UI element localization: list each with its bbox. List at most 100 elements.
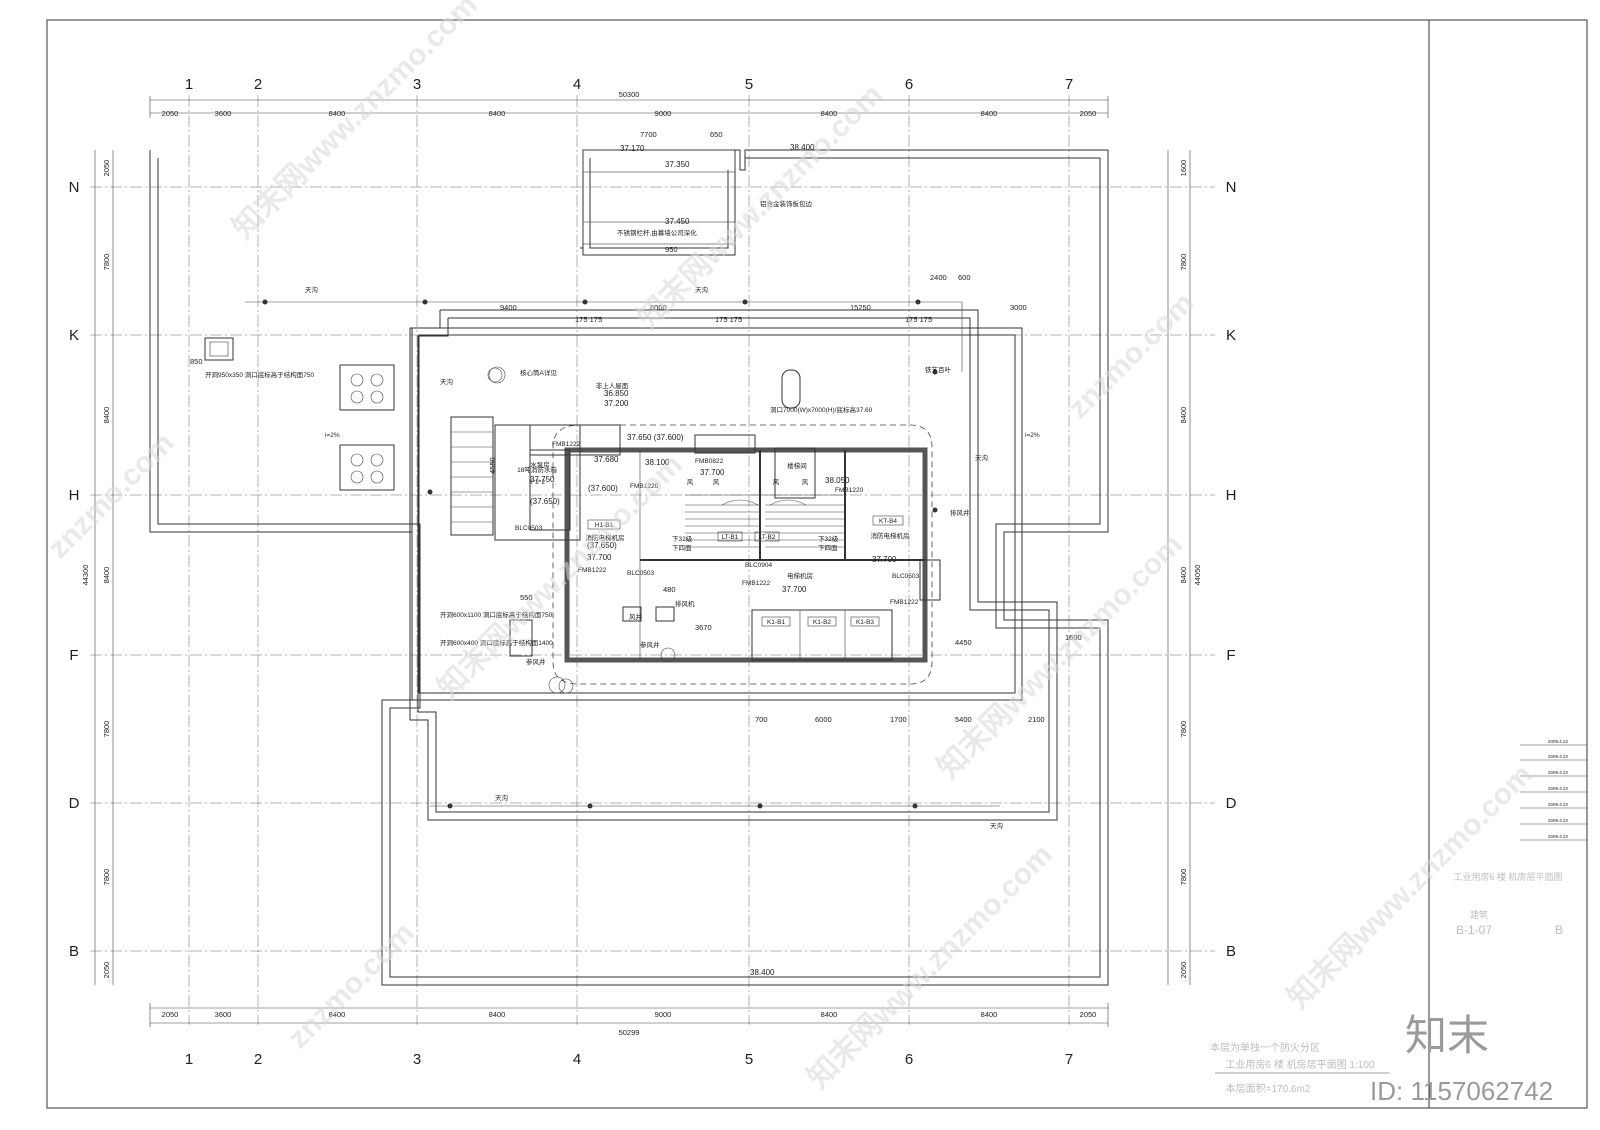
note-louver: 铁艺百叶 [925, 365, 952, 374]
brand-logo-text: 知末 [1405, 1012, 1489, 1059]
dim-bay-1: 2050 [162, 109, 179, 118]
section-mark-1 [558, 678, 574, 694]
watermark-7: znzmo.com [282, 916, 421, 1055]
dim-row-2: 7800 [102, 254, 111, 271]
label-roof-access: 非上人屋面 [596, 381, 629, 390]
label-drain-shaft-2: 参风井 [640, 640, 660, 649]
dim-misc-650: 650 [710, 130, 723, 139]
tag-lt-b2: LT-B2 [759, 534, 776, 541]
section-mark-2 [487, 367, 503, 383]
stair-treads [685, 499, 845, 548]
label-slope-1: i=2% [325, 432, 340, 439]
dimension-chain-left [94, 150, 1191, 985]
door-fmb1222-4: FMB1222 [890, 599, 919, 606]
dim-bay-8-bottom: 2050 [1080, 1010, 1097, 1019]
dim-misc-2400: 2400 [930, 273, 947, 282]
axis-label-D-right: D [1226, 795, 1237, 812]
dim-row-1-right: 1600 [1179, 160, 1188, 177]
dim-bay-6-bottom: 8400 [821, 1010, 838, 1019]
level-15: 38.050 [825, 476, 850, 485]
axis-label-3-bottom: 3 [413, 1051, 421, 1068]
dim-bay-2: 3600 [215, 109, 232, 118]
dim-misc-175-3: 175 175 [905, 315, 932, 324]
dim-misc-7700: 7700 [640, 130, 657, 139]
dim-row-4: 8400 [102, 567, 111, 584]
tb-date-2: 2009.4.22 [1548, 754, 1569, 759]
label-pump-room: 水泵房 [530, 460, 550, 469]
note-opening-1: 开洞600x1100 洞口底标高于结构面750 [440, 610, 553, 619]
tag-h1-b1: H1-B1 [595, 522, 614, 529]
tb-sheet-no: B-1-07 [1456, 923, 1492, 937]
level-11: 37.700 [700, 468, 725, 477]
note-area: 本层面积=170.6m2 [1226, 1082, 1311, 1095]
label-ditch-1: 天沟 [305, 285, 318, 294]
dim-misc-9400: 9400 [500, 303, 517, 312]
door-fmb1220-2: FMB1220 [835, 487, 864, 494]
axis-label-4: 4 [573, 76, 581, 93]
dim-misc-2100: 2100 [1028, 715, 1045, 724]
dim-misc-1700: 1700 [890, 715, 907, 724]
axis-label-B: B [69, 943, 79, 960]
level-18: 37.700 [782, 585, 807, 594]
dim-row-4-right: 8400 [1179, 567, 1188, 584]
level-9: 37.680 [594, 455, 619, 464]
tb-date-4: 2009.4.22 [1548, 786, 1569, 791]
dim-bay-7: 8400 [981, 109, 998, 118]
dim-misc-6000b: 6000 [815, 715, 832, 724]
dim-bay-5-bottom: 9000 [655, 1010, 672, 1019]
label-elevator-machine: 电梯机房 [787, 571, 813, 580]
level-13: (37.650) [530, 497, 560, 506]
axis-label-H-right: H [1226, 487, 1237, 504]
dim-misc-3000: 3000 [1010, 303, 1027, 312]
axis-label-2-bottom: 2 [254, 1051, 262, 1068]
dim-bay-6: 8400 [821, 109, 838, 118]
dim-bay-3-bottom: 8400 [329, 1010, 346, 1019]
gutter-lines [245, 299, 1000, 809]
water-tank-18t [450, 416, 494, 536]
exhaust-shafts [488, 366, 801, 694]
level-16: (37.650) [587, 541, 617, 550]
image-id: ID: 1157062742 [1370, 1076, 1553, 1106]
note-opening-3: 开洞950x350 洞口底标高于结构面750 [205, 370, 314, 379]
roof-parapet-inner [409, 309, 1058, 821]
note-grate-edge: 铝合金装饰板包边 [760, 199, 813, 208]
tag-k1-b2: K1-B2 [813, 619, 831, 626]
note-door-opening: 洞口7000(W)x7000(H)/底标高37.60 [770, 405, 873, 414]
level-17: 37.700 [587, 553, 612, 562]
label-core-detail: 核心筒A详见 [520, 368, 557, 377]
dim-overall-right: 44050 [1193, 565, 1202, 586]
title-block [1520, 744, 1587, 841]
dim-bay-3: 8400 [329, 109, 346, 118]
window-blc0704: BLC0503 [515, 525, 542, 532]
dim-misc-175-2: 175 175 [715, 315, 742, 324]
watermark-group: 知末网www.znzmo.com 知末网www.znzmo.com znzmo.… [42, 0, 1539, 1095]
level-12: 37.750 [530, 475, 555, 484]
door-fmb1222-3: FMB1222 [742, 580, 771, 587]
label-slope-2: i=2% [1025, 432, 1040, 439]
dim-row-7: 2050 [102, 962, 111, 979]
core-boundary-dashed [552, 424, 933, 685]
tb-sheet-title: 工业用房6 楼 机房层平面图 [1453, 871, 1562, 882]
dim-misc-550: 550 [520, 593, 533, 602]
dim-bay-8: 2050 [1080, 109, 1097, 118]
label-ditch-4: 天沟 [975, 453, 988, 462]
dim-row-5: 7800 [102, 721, 111, 738]
dim-overall-bottom: 50299 [619, 1028, 640, 1037]
axis-label-5-bottom: 5 [745, 1051, 753, 1068]
dim-misc-5400: 5400 [955, 715, 972, 724]
watermark-1: 知末网www.znzmo.com [227, 0, 484, 245]
axis-label-F-right: F [1226, 647, 1235, 664]
label-fire-elevator-machine-2: 消防电梯机房 [871, 531, 910, 540]
tb-date-6: 2009.4.22 [1548, 818, 1569, 823]
tb-date-3: 2009.4.22 [1548, 770, 1569, 775]
dim-misc-480: 480 [663, 585, 676, 594]
level-7: 37.200 [604, 399, 629, 408]
tb-rev: B [1555, 923, 1563, 937]
axis-label-4-bottom: 4 [573, 1051, 581, 1068]
tag-kt-b4: KT-B4 [879, 518, 897, 525]
label-fan-2: 风 [773, 478, 780, 486]
axis-label-N: N [69, 179, 80, 196]
level-14: (37.600) [588, 484, 618, 493]
level-5: 38.400 [750, 968, 775, 977]
tb-date-5: 2009.4.22 [1548, 802, 1569, 807]
